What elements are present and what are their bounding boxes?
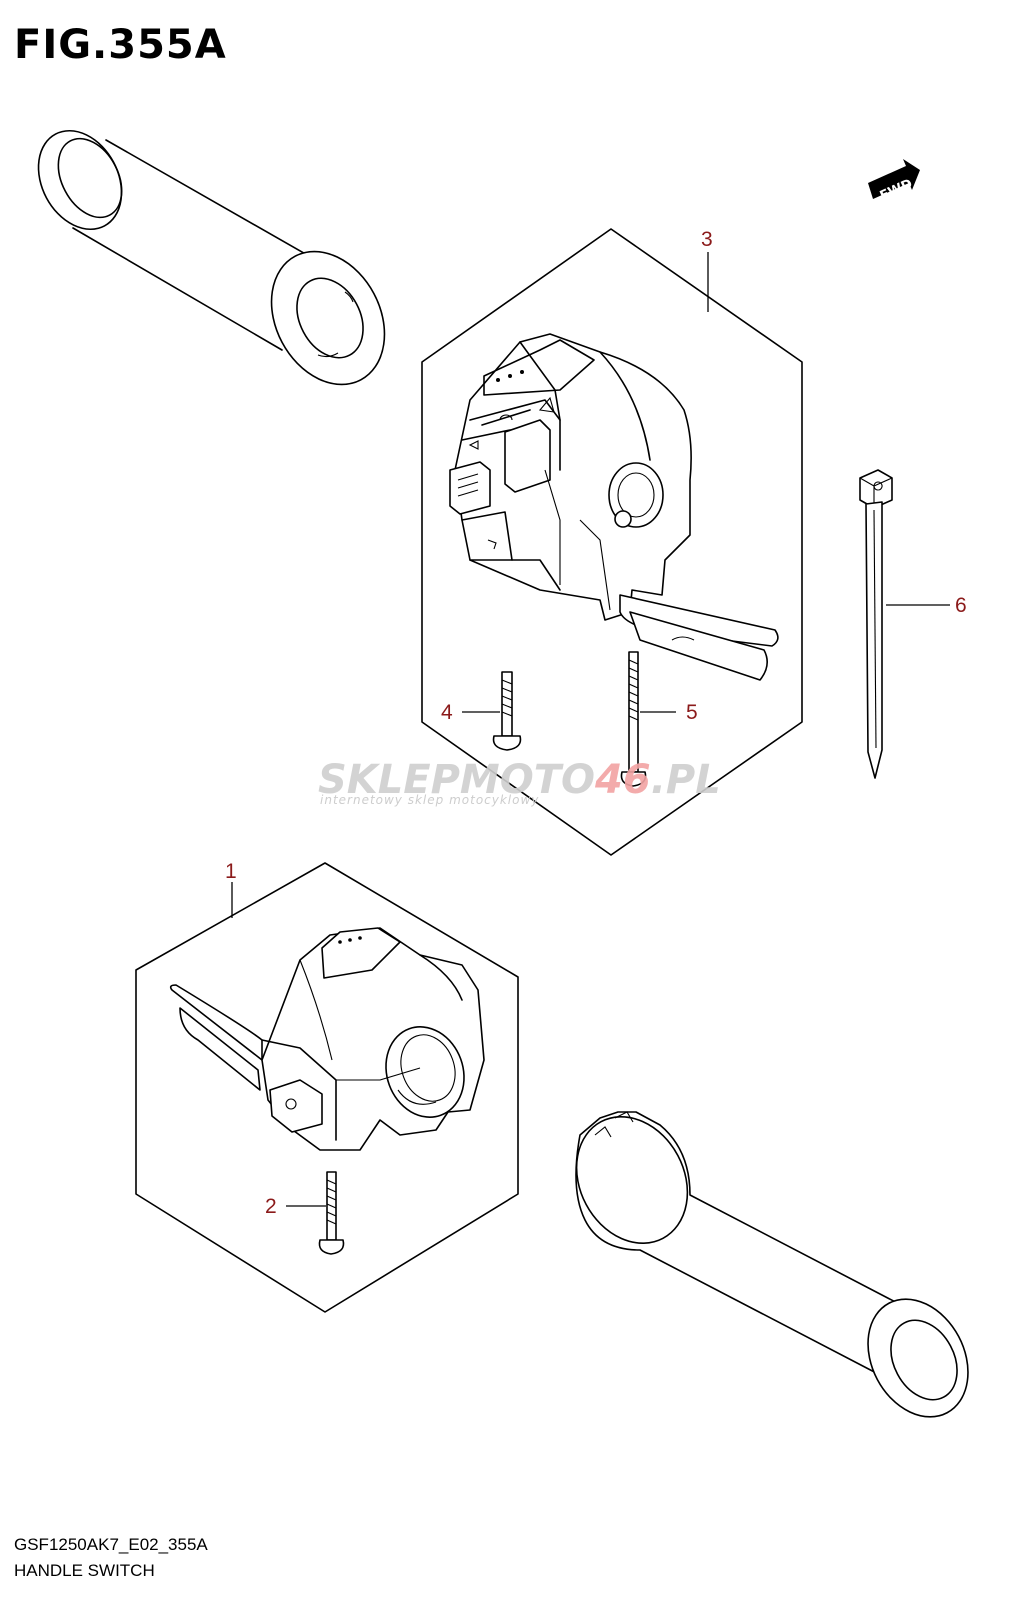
callout-1: 1 [225, 860, 237, 883]
screw-5 [620, 651, 647, 787]
figure-footer: GSF1250AK7_E02_355A HANDLE SWITCH [14, 1532, 208, 1584]
switch-assembly-3-outline [421, 228, 803, 856]
watermark-subtitle: internetowy sklep motocyklowy [320, 793, 539, 807]
watermark-text-main: SKLEPMOTO46.PL [318, 757, 721, 803]
right-handle-switch [449, 333, 779, 681]
figure-name: HANDLE SWITCH [14, 1561, 155, 1580]
switch-assembly-1-outline [135, 862, 519, 1313]
model-code: GSF1250AK7_E02_355A [14, 1535, 208, 1554]
watermark: SKLEPMOTO46.PL internetowy sklep motocyk… [318, 757, 721, 807]
fwd-arrow-icon: FWD [868, 159, 920, 204]
callout-2: 2 [265, 1195, 277, 1218]
callout-5: 5 [686, 701, 698, 724]
callout-6: 6 [955, 594, 967, 617]
figure-title: FIG.355A [14, 22, 227, 68]
screw-4 [492, 671, 522, 751]
cable-tie-6 [859, 469, 893, 779]
left-grip [37, 129, 386, 386]
right-grip [575, 1111, 969, 1418]
callout-3: 3 [701, 228, 713, 251]
callout-4: 4 [441, 701, 453, 724]
screw-2 [318, 1171, 345, 1255]
left-handle-switch [169, 927, 485, 1151]
